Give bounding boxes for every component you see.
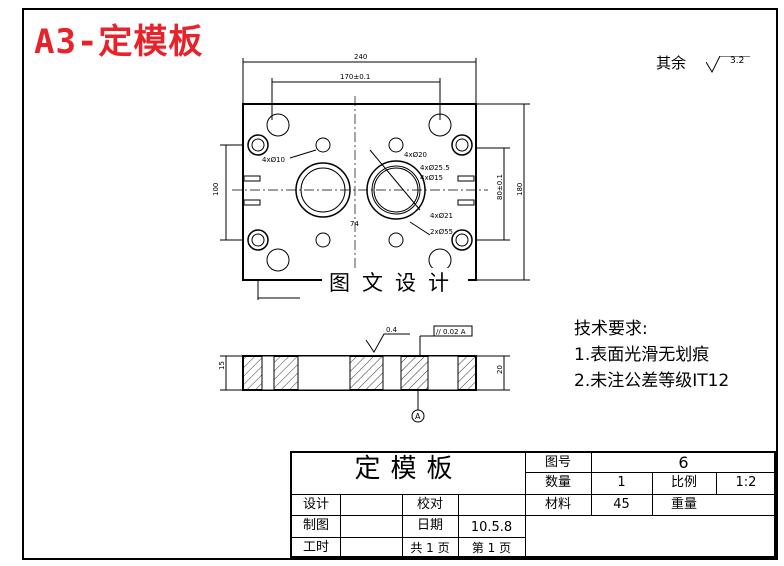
dim-thickness: 15: [218, 361, 226, 370]
tech-item-1: 1.表面光滑无划痕: [574, 345, 710, 365]
surface-finish: 0.4: [386, 326, 398, 334]
roughness-label: 其余: [656, 54, 687, 72]
date-value: 10.5.8: [470, 520, 513, 535]
process-label: 工时: [302, 540, 329, 555]
dim-top-inner: 170±0.1: [340, 73, 370, 81]
weight-label: 重量: [670, 497, 697, 512]
part-name: 定模板: [354, 454, 463, 484]
design-label: 设计: [302, 497, 329, 512]
page-number: 第 1 页: [471, 541, 512, 555]
dim-center: 74: [350, 220, 359, 228]
dim-left-height: 100: [212, 183, 220, 196]
material-value: 45: [613, 497, 630, 512]
dim-right-inner: 80±0.1: [496, 174, 504, 200]
watermark-text: 图文设计: [322, 268, 468, 298]
scale-value: 1:2: [735, 475, 757, 490]
dim-top-width: 240: [354, 53, 367, 61]
flatness-tolerance: // 0.02 A: [436, 328, 466, 336]
draw-label: 制图: [302, 518, 329, 533]
total-pages: 共 1 页: [410, 541, 450, 555]
technical-requirements: 技术要求: 1.表面光滑无划痕 2.未注公差等级IT12: [574, 316, 729, 394]
tech-item-2: 2.未注公差等级IT12: [574, 371, 730, 391]
tech-heading: 技术要求:: [574, 319, 648, 339]
dim-hole-d: 4xØ15: [420, 174, 443, 182]
quantity-value: 1: [617, 475, 626, 490]
page-title: A3-定模板: [34, 22, 204, 62]
date-label: 日期: [416, 518, 443, 533]
scale-label: 比例: [670, 475, 697, 490]
title-block: 定模板 图号 6 数量 1 比例 1:2 材料 45 重量 设计 校对 制图 日…: [290, 451, 776, 558]
dim-hole-c: 4xØ25.5: [420, 164, 450, 172]
roughness-value: 3.2: [730, 56, 745, 66]
material-label: 材料: [544, 497, 571, 512]
datum-label: A: [415, 412, 421, 421]
quantity-label: 数量: [544, 475, 571, 490]
dim-hole-a: 4xØ10: [262, 156, 285, 164]
dim-hole-b: 4xØ20: [404, 151, 427, 159]
drawing-no-label: 图号: [544, 455, 571, 470]
dim-hole-f: 2xØ55: [430, 228, 453, 236]
drawing-no: 6: [678, 453, 689, 472]
dim-right-thick: 20: [496, 365, 504, 374]
dim-right-height: 180: [516, 183, 524, 196]
check-label: 校对: [416, 497, 443, 512]
dim-hole-e: 4xØ21: [430, 212, 453, 220]
drawing-frame: [22, 8, 778, 560]
roughness-symbol-icon: [706, 56, 750, 74]
